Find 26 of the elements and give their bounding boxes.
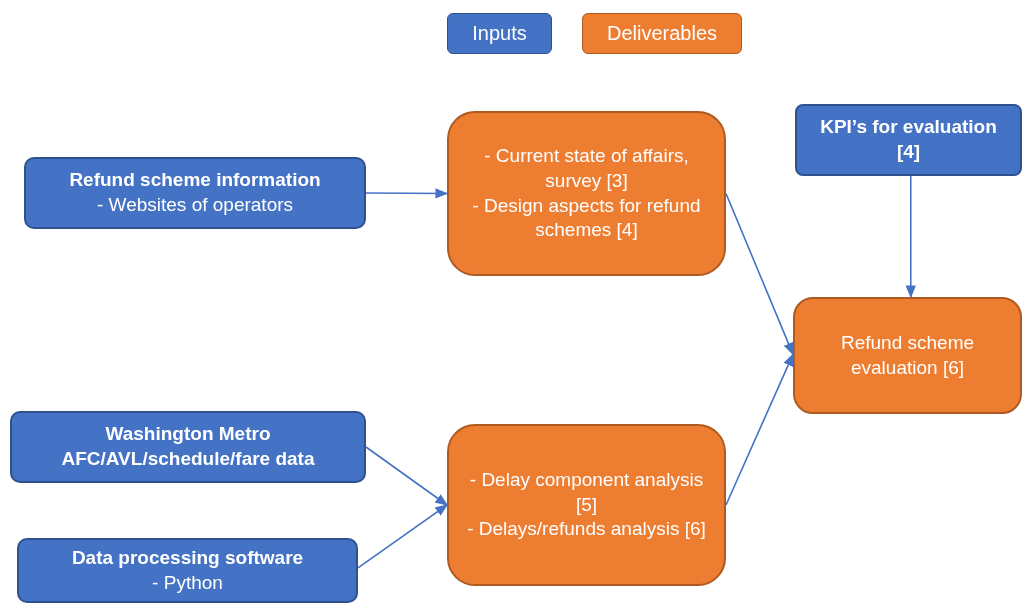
deliverable-box xyxy=(447,111,726,276)
input-box xyxy=(24,157,366,229)
box-text: Refund scheme evaluation [6] xyxy=(839,330,976,380)
input-box xyxy=(10,411,366,483)
box-text: - Websites of operators xyxy=(96,193,294,217)
arrow xyxy=(905,175,916,299)
box-text: - Delay component analysis [5] xyxy=(468,467,705,517)
input-box xyxy=(795,104,1022,176)
arrow xyxy=(725,353,794,506)
arrow xyxy=(357,504,449,569)
box-text: - Design aspects for refund schemes [4] xyxy=(471,193,702,243)
box-text: - Current state of affairs, survey [3] xyxy=(483,144,690,193)
arrow xyxy=(365,188,449,199)
deliverable-box xyxy=(793,297,1022,414)
box-heading: Data processing software xyxy=(71,545,304,570)
deliverable-box xyxy=(447,424,726,586)
box-heading: KPI’s for evaluation [4] xyxy=(819,115,998,164)
box-text: - Delays/refunds analysis [6] xyxy=(467,517,706,542)
arrow xyxy=(725,192,794,356)
box-heading: Refund scheme information xyxy=(69,168,321,193)
box-heading: Washington Metro AFC/AVL/schedule/fare data xyxy=(60,422,316,471)
box-text: - Python xyxy=(152,570,223,595)
input-box xyxy=(17,538,358,603)
legend-label: Deliverables xyxy=(606,22,718,45)
legend-label: Inputs xyxy=(472,22,527,45)
arrow xyxy=(365,446,449,506)
